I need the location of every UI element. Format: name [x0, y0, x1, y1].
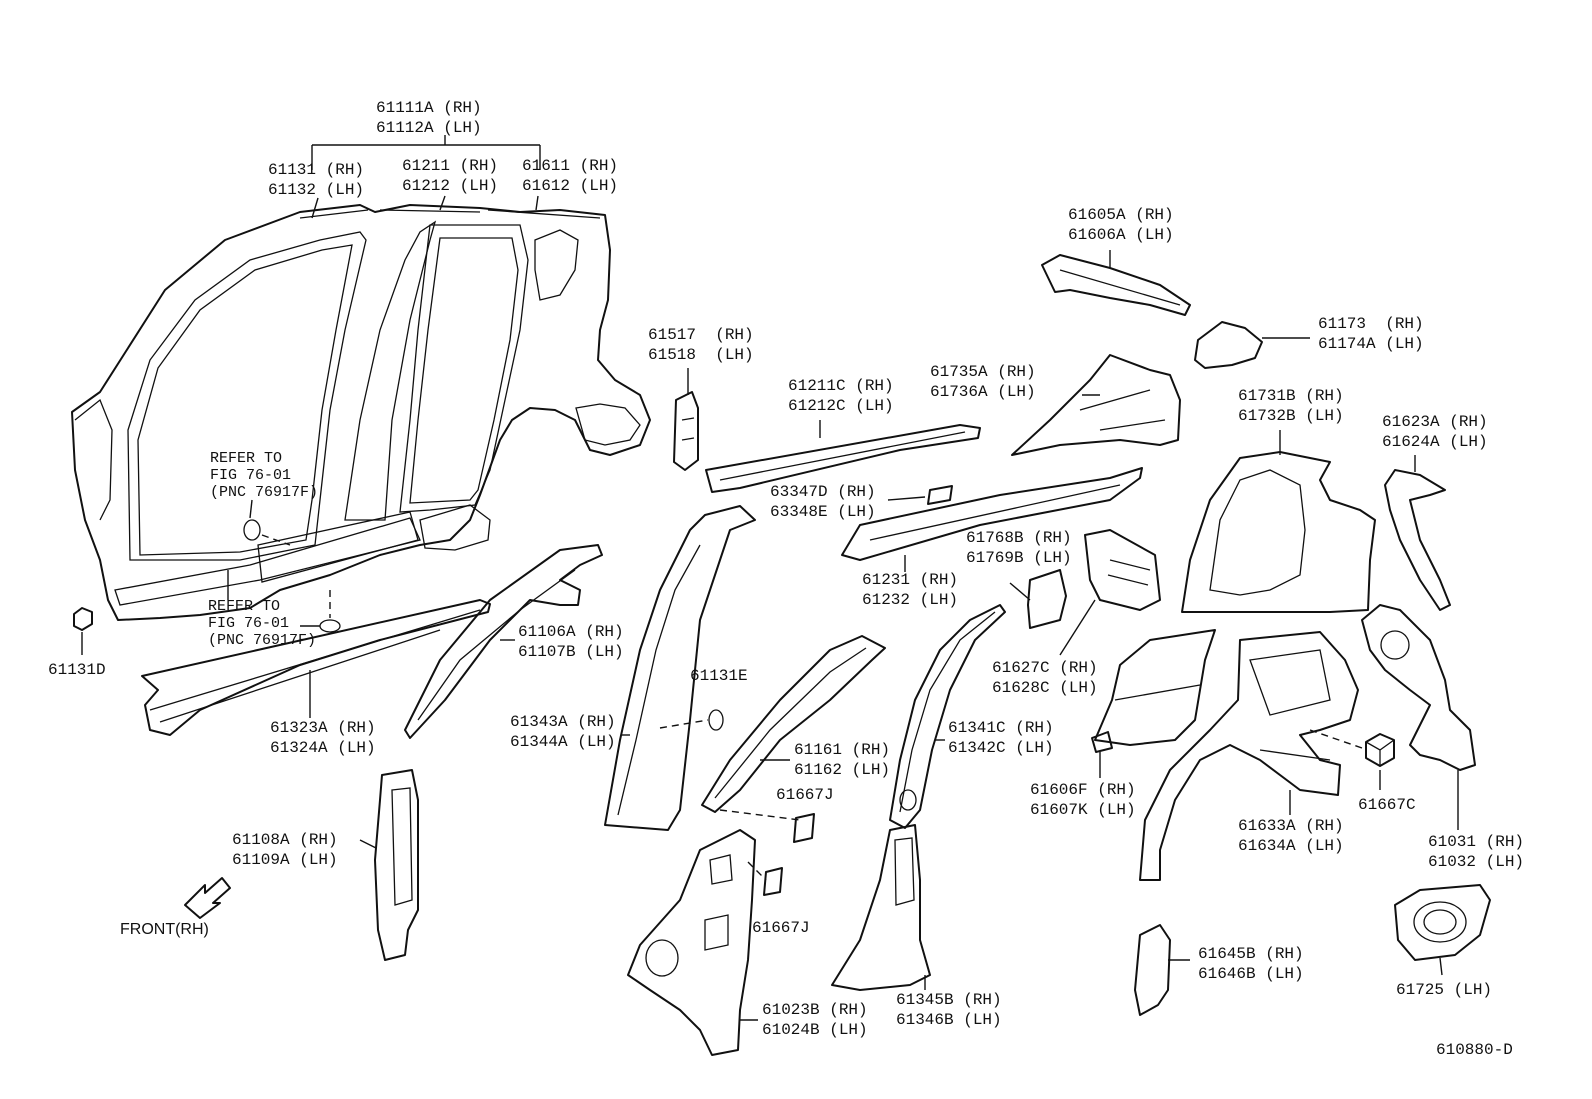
fuel-housing-61725 — [1394, 884, 1491, 976]
callout-61173: 61173 (RH)61174A (LH) — [1318, 315, 1424, 353]
pillar-61343a — [604, 505, 756, 831]
quarter-inner-61731b — [1181, 430, 1376, 613]
bracket-61768b — [1009, 569, 1067, 629]
plug-61667c — [1365, 733, 1395, 790]
leader-bracket-61111a — [311, 135, 541, 219]
callout-63347d: 63347D (RH)63348E (LH) — [770, 483, 876, 521]
pillar-reinforcement-61106a — [404, 544, 603, 739]
panel-61735a — [1011, 354, 1181, 456]
callout-61161: 61161 (RH)61162 (LH) — [794, 741, 891, 779]
pillar-61341c — [889, 604, 1006, 829]
callout-61735a: 61735A (RH)61736A (LH) — [930, 363, 1036, 401]
callout-61031: 61031 (RH)61032 (LH) — [1428, 833, 1525, 871]
callout-61345b: 61345B (RH)61346B (LH) — [896, 991, 1002, 1029]
callout-61667j-upper: 61667J — [776, 786, 834, 804]
refer-to-plugs — [227, 499, 341, 633]
panel-61605a — [1041, 250, 1191, 316]
clip-61131d — [73, 607, 93, 655]
roof-rail-61231 — [841, 467, 1143, 572]
panel-61023b — [627, 829, 758, 1056]
callout-61667c: 61667C — [1358, 796, 1416, 814]
callout-61611: 61611 (RH)61612 (LH) — [522, 157, 619, 195]
callout-61606f: 61606F (RH)61607K (LH) — [1030, 781, 1136, 819]
callout-61023b: 61023B (RH)61024B (LH) — [762, 1001, 868, 1039]
callout-61111a: 61111A (RH)61112A (LH) — [376, 99, 482, 137]
plug-61667j-b — [747, 861, 783, 896]
callout-61341c: 61341C (RH)61342C (LH) — [948, 719, 1054, 757]
callout-61731b: 61731B (RH)61732B (LH) — [1238, 387, 1344, 425]
callout-61343a: 61343A (RH)61344A (LH) — [510, 713, 616, 751]
bracket-61173 — [1194, 321, 1310, 369]
callout-61605a: 61605A (RH)61606A (LH) — [1068, 206, 1174, 244]
panel-61345b — [831, 824, 931, 991]
bracket-61517 — [673, 368, 699, 471]
strip-61623a — [1384, 455, 1451, 611]
callout-61131d: 61131D — [48, 661, 106, 679]
callout-61725: 61725 (LH) — [1396, 981, 1493, 999]
callout-61211: 61211 (RH)61212 (LH) — [402, 157, 499, 195]
callout-61211c: 61211C (RH)61212C (LH) — [788, 377, 894, 415]
center-pillar-61108a — [359, 769, 419, 961]
callout-61131e: 61131E — [690, 667, 748, 685]
plug-61131e — [708, 709, 724, 731]
callout-61627c: 61627C (RH)61628C (LH) — [992, 659, 1098, 697]
callout-61131: 61131 (RH)61132 (LH) — [268, 161, 365, 199]
pillar-inner-61161 — [701, 635, 886, 821]
plug-61667j-a — [793, 813, 815, 843]
callout-61231: 61231 (RH)61232 (LH) — [862, 571, 959, 609]
bracket-61645b — [1134, 924, 1190, 1016]
callout-61108a: 61108A (RH)61109A (LH) — [232, 831, 338, 869]
callout-61768b: 61768B (RH)61769B (LH) — [966, 529, 1072, 567]
wheelhouse-inner-61633a — [1139, 631, 1363, 881]
callout-61517: 61517 (RH)61518 (LH) — [648, 326, 754, 364]
callout-61106a: 61106A (RH)61107B (LH) — [518, 623, 624, 661]
plug-63347d — [887, 485, 953, 505]
body-side-outer-panel — [71, 204, 651, 621]
bracket-61627c — [1059, 529, 1161, 656]
front-indicator-label: FRONT(RH) — [120, 921, 209, 938]
callout-61323a: 61323A (RH)61324A (LH) — [270, 719, 376, 757]
callout-61667j-lower: 61667J — [752, 919, 810, 937]
front-arrow-icon — [184, 877, 231, 919]
diagram-number: 610880-D — [1436, 1041, 1513, 1059]
panel-61031 — [1361, 604, 1476, 830]
callout-61633a: 61633A (RH)61634A (LH) — [1238, 817, 1344, 855]
callout-61645b: 61645B (RH)61646B (LH) — [1198, 945, 1304, 983]
callout-61623a: 61623A (RH)61624A (LH) — [1382, 413, 1488, 451]
roof-side-rail-inner-61211c — [705, 420, 981, 493]
panel-61606f — [1091, 629, 1216, 778]
